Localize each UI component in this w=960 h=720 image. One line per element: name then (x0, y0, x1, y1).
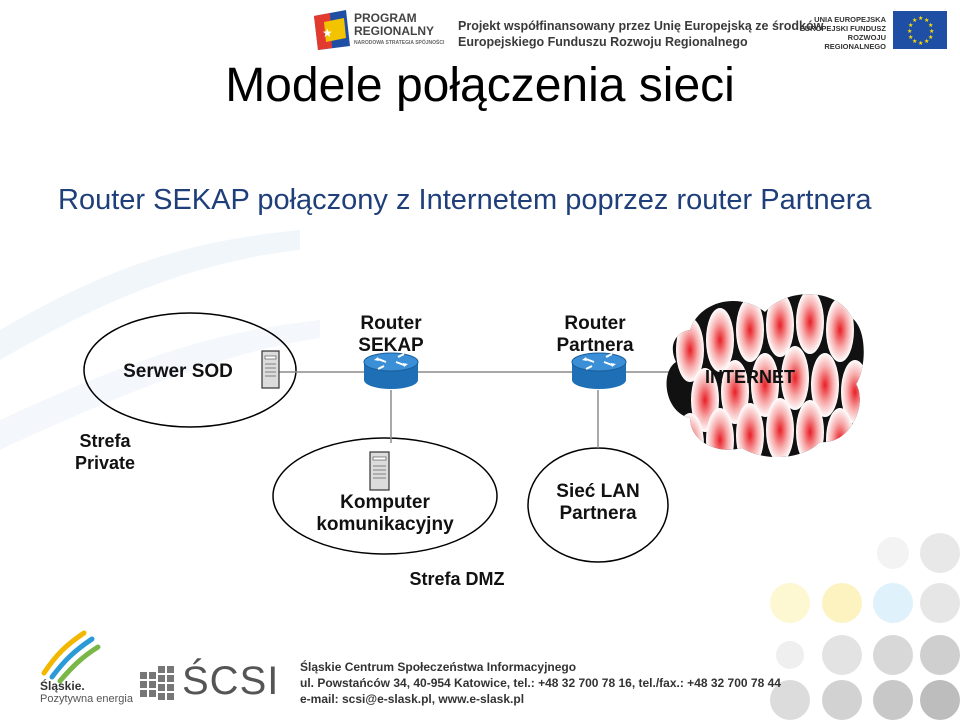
project-line1: Projekt współfinansowany przez Unię Euro… (458, 19, 824, 33)
eu-line3: ROZWOJU REGIONALNEGO (824, 33, 886, 51)
router-sekap-icon (363, 352, 419, 389)
deco-circle (920, 635, 960, 675)
deco-circle (770, 680, 810, 720)
slaskie-line1: Śląskie. (40, 679, 85, 693)
label-siec-lan-line1: Sieć LAN (556, 481, 640, 502)
server-sod-icon (261, 350, 280, 389)
svg-text:★: ★ (912, 38, 917, 45)
svg-text:★: ★ (918, 15, 923, 22)
program-logo-line3: NARODOWA STRATEGIA SPÓJNOŚCI (354, 40, 445, 46)
svg-text:★: ★ (322, 26, 333, 40)
deco-circle (873, 635, 913, 675)
label-router-partnera-line1: Router (564, 313, 626, 334)
svg-text:★: ★ (908, 34, 913, 41)
eu-fund-text: UNIA EUROPEJSKA EUROPEJSKI FUNDUSZ ROZWO… (786, 15, 886, 51)
eu-flag-icon: ★★★ ★★★ ★★★ ★★★ (893, 11, 947, 49)
project-line2: Europejskiego Funduszu Rozwoju Regionaln… (458, 35, 748, 49)
scsi-grid-icon (140, 666, 174, 700)
komputer-server-icon (369, 451, 390, 491)
deco-circle (920, 583, 960, 623)
deco-circle (822, 680, 862, 720)
label-router-sekap-line2: SEKAP (358, 335, 424, 356)
program-logo-line1: PROGRAM (354, 11, 417, 25)
deco-circle (770, 583, 810, 623)
org-contact: e-mail: scsi@e-slask.pl, www.e-slask.pl (300, 692, 525, 706)
org-info: Śląskie Centrum Społeczeństwa Informacyj… (300, 659, 781, 707)
program-logo-line2: REGIONALNY (354, 24, 435, 38)
svg-text:★: ★ (908, 22, 913, 29)
svg-text:★: ★ (912, 17, 917, 24)
label-router-partnera: Router Partnera (535, 313, 655, 357)
org-name: Śląskie Centrum Społeczeństwa Informacyj… (300, 660, 577, 674)
deco-circle (776, 641, 804, 669)
dmz-zone-ellipse (272, 437, 498, 555)
slide-title: Modele połączenia sieci (225, 59, 735, 112)
svg-text:★: ★ (918, 40, 923, 47)
svg-text:★: ★ (928, 22, 933, 29)
deco-circle (873, 583, 913, 623)
program-regionalny-logo: ★ PROGRAM REGIONALNY NARODOWA STRATEGIA … (310, 8, 450, 54)
label-serwer-sod: Serwer SOD (123, 361, 233, 382)
org-address: ul. Powstańców 34, 40-954 Katowice, tel.… (300, 676, 781, 690)
slaskie-logo-icon (41, 630, 101, 684)
label-strefa-dmz: Strefa DMZ (409, 569, 505, 589)
label-router-partnera-line2: Partnera (556, 335, 634, 356)
label-komputer-line2: komunikacyjny (316, 514, 454, 535)
svg-text:★: ★ (929, 28, 934, 35)
slaskie-text: Śląskie. Pozytywna energia (40, 680, 150, 706)
label-siec-lan-partnera: Sieć LAN Partnera (538, 481, 658, 525)
deco-circle (822, 635, 862, 675)
label-strefa-private-line2: Private (74, 453, 136, 473)
label-strefa-private: Strefa Private (55, 430, 155, 474)
scsi-logo-text: ŚCSI (182, 659, 280, 703)
router-partnera-icon (571, 352, 627, 389)
svg-text:★: ★ (907, 28, 912, 35)
program-flag-icon: ★ (314, 10, 350, 50)
private-zone-ellipse (83, 312, 297, 428)
svg-text:★: ★ (924, 38, 929, 45)
label-strefa-private-line1: Strefa (79, 431, 131, 451)
slaskie-line2: Pozytywna energia (40, 693, 133, 705)
deco-circle (877, 537, 909, 569)
label-router-sekap-line1: Router (360, 313, 422, 334)
label-komputer-komunikacyjny: Komputer komunikacyjny (300, 492, 470, 536)
svg-text:★: ★ (924, 17, 929, 24)
deco-circle (822, 583, 862, 623)
label-internet: INTERNET (705, 367, 795, 387)
deco-circle (873, 680, 913, 720)
project-cofunding-text: Projekt współfinansowany przez Unię Euro… (458, 18, 823, 50)
label-komputer-line1: Komputer (340, 492, 430, 513)
deco-circle (920, 533, 960, 573)
eu-line2: EUROPEJSKI FUNDUSZ (799, 24, 886, 33)
label-siec-lan-line2: Partnera (559, 503, 637, 524)
svg-text:★: ★ (928, 34, 933, 41)
eu-line1: UNIA EUROPEJSKA (814, 15, 886, 24)
deco-circle (920, 680, 960, 720)
label-router-sekap: Router SEKAP (331, 313, 451, 357)
slide-subtitle: Router SEKAP połączony z Internetem popr… (58, 184, 872, 216)
